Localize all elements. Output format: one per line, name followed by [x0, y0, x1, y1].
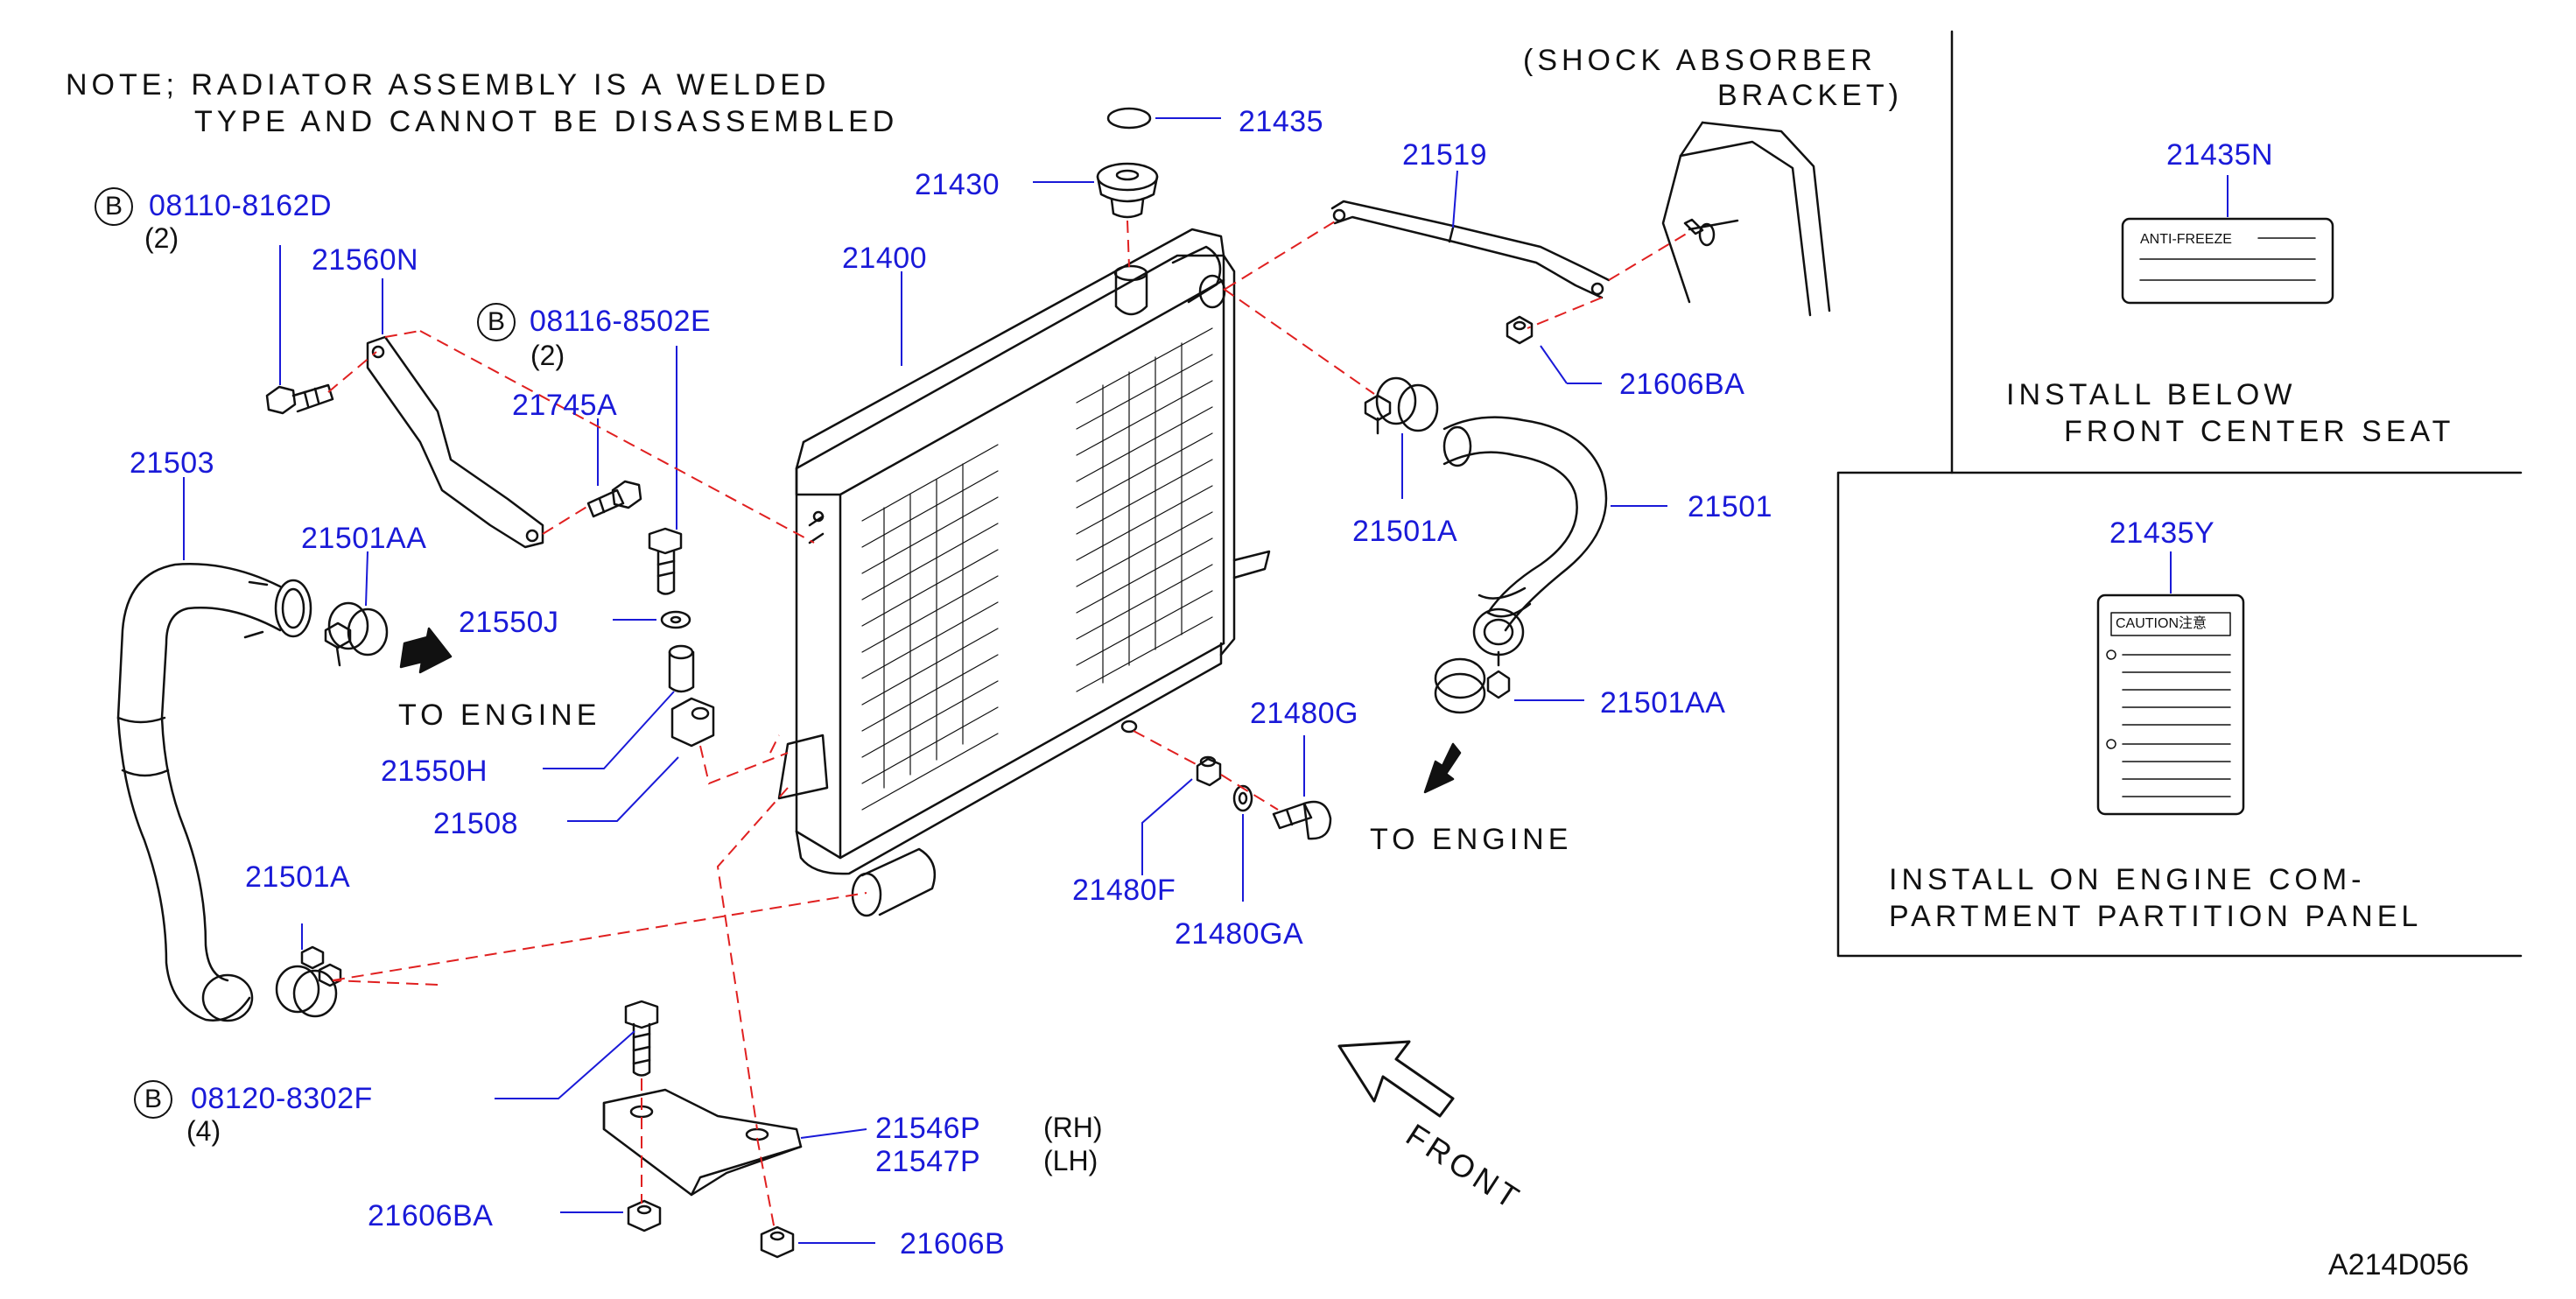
figure-id: A214D056 [2328, 1248, 2469, 1281]
part-label-21501aa-left: 21501AA [301, 522, 427, 555]
nut-bottom-right [760, 1225, 795, 1259]
qty-08120: (4) [186, 1115, 221, 1147]
caution-plate-text: CAUTION注意 [2116, 616, 2207, 631]
bolt-marker-08116: B [477, 303, 516, 341]
part-label-21560n: 21560N [312, 243, 419, 277]
caution-install-line-1: INSTALL ON ENGINE COM- [1889, 863, 2366, 896]
washer-21480ga [1232, 784, 1253, 812]
part-label-21400: 21400 [842, 242, 928, 275]
part-label-21480f: 21480F [1072, 874, 1176, 907]
note-line-2: TYPE AND CANNOT BE DISASSEMBLED [194, 105, 899, 138]
qty-08110: (2) [144, 222, 179, 254]
clamp-right-lower [1434, 650, 1511, 714]
antifreeze-label-plate [2121, 217, 2334, 305]
label-panel-frame [1836, 30, 2523, 958]
clamp-left-lower [275, 945, 342, 1018]
part-label-21606ba-bottom: 21606BA [368, 1199, 494, 1232]
drain-plug-21480f [1196, 755, 1222, 787]
to-engine-arrow-left [399, 627, 453, 674]
bracket-note-line-1: (SHOCK ABSORBER [1523, 44, 1877, 77]
caution-install-line-2: PARTMENT PARTITION PANEL [1889, 900, 2423, 933]
part-label-08110-8162d: 08110-8162D [149, 189, 333, 222]
side-lh: (LH) [1043, 1145, 1098, 1176]
part-label-21435n: 21435N [2166, 138, 2274, 172]
part-label-08116-8502e: 08116-8502E [530, 305, 712, 338]
upper-hose-21501 [1442, 416, 1608, 657]
part-leader-lines [183, 117, 2229, 1244]
part-label-21519: 21519 [1402, 138, 1488, 172]
part-label-21435y: 21435Y [2109, 516, 2215, 550]
nut-top [1506, 315, 1534, 345]
part-label-21606b: 21606B [900, 1227, 1006, 1260]
bolt-marker-08110: B [95, 187, 133, 226]
to-engine-left-label: TO ENGINE [398, 699, 601, 732]
bracket-note-line-2: BRACKET) [1717, 79, 1903, 112]
part-label-21550j: 21550J [459, 606, 559, 639]
part-label-21503: 21503 [130, 446, 215, 480]
side-rh: (RH) [1043, 1112, 1103, 1143]
front-arrow [1337, 1040, 1455, 1118]
to-engine-right-label: TO ENGINE [1370, 823, 1573, 856]
part-label-21550h: 21550H [381, 755, 488, 788]
part-label-21501aa-right: 21501AA [1600, 686, 1726, 720]
note-line-1: NOTE; RADIATOR ASSEMBLY IS A WELDED [66, 68, 831, 102]
lower-bracket-21546p [602, 1088, 803, 1197]
radiator-fins [861, 327, 1213, 811]
collar-21550h [668, 644, 695, 693]
qty-08116: (2) [530, 340, 565, 371]
clamp-right-upper [1364, 376, 1439, 435]
part-label-21547p: 21547P [875, 1145, 981, 1178]
nut-bottom-left [627, 1199, 662, 1232]
part-label-21508: 21508 [433, 807, 519, 840]
mount-rubber-21508 [670, 697, 715, 748]
bolt-21745a [586, 480, 642, 518]
antifreeze-install-line-1: INSTALL BELOW [2006, 378, 2297, 411]
to-engine-arrow-right [1423, 742, 1462, 794]
part-label-21745a: 21745A [512, 389, 618, 422]
caution-label-plate [2096, 593, 2245, 816]
upper-stay-bar [1330, 200, 1611, 299]
part-label-08120-8302f: 08120-8302F [191, 1082, 373, 1115]
clamp-left-upper [324, 601, 389, 667]
part-label-21606ba-top: 21606BA [1619, 368, 1745, 401]
part-label-21480g: 21480G [1250, 697, 1358, 730]
part-label-21435: 21435 [1239, 105, 1324, 138]
radiator-cap [1096, 162, 1159, 219]
assembly-guide-lines [327, 218, 1690, 1231]
left-stay-bracket [366, 335, 544, 549]
bolt-marker-08120: B [134, 1080, 172, 1119]
part-label-21501a-bottom: 21501A [245, 860, 351, 894]
shock-absorber-bracket [1661, 121, 1831, 317]
antifreeze-plate-text: ANTI-FREEZE [2140, 232, 2232, 247]
radiator-core [777, 228, 1271, 917]
part-label-21501: 21501 [1688, 490, 1773, 523]
bolt-08110 [265, 383, 334, 415]
seal-ring [1106, 107, 1152, 130]
bolt-08116 [648, 527, 683, 595]
part-label-21501a-top: 21501A [1352, 515, 1458, 548]
lower-hose-21503 [116, 563, 312, 1022]
part-label-21430: 21430 [915, 168, 1000, 201]
bolt-08120 [624, 1000, 659, 1077]
antifreeze-install-line-2: FRONT CENTER SEAT [2064, 415, 2455, 448]
drain-cock-21480g [1272, 800, 1332, 840]
washer-21550j [660, 610, 691, 629]
part-label-21480ga: 21480GA [1175, 917, 1304, 951]
part-label-21546p: 21546P [875, 1112, 981, 1145]
